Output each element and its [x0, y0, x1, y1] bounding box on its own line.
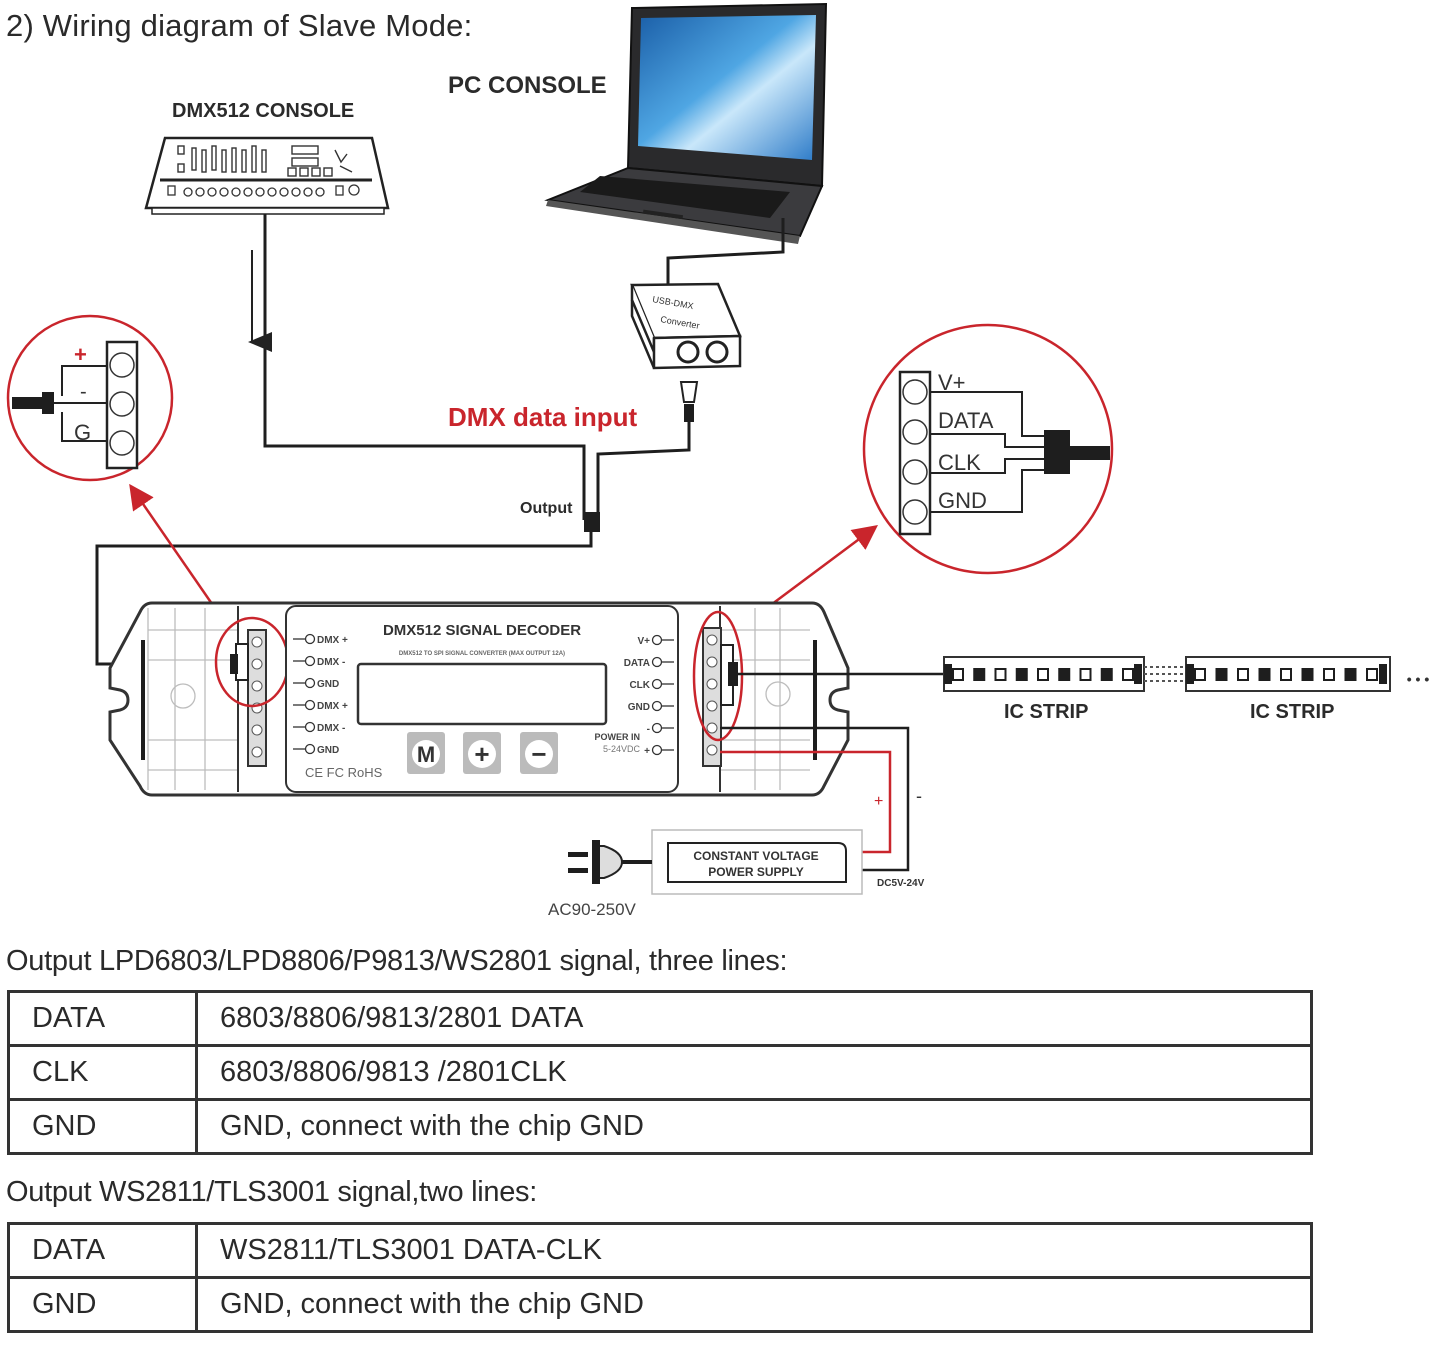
decoder-port-dmx-minus-2: DMX -: [317, 723, 345, 734]
decoder-power-in-label: POWER IN: [594, 732, 640, 742]
psu-plus-label: +: [874, 793, 883, 810]
output-label: Output: [520, 500, 573, 517]
terminal-clk-label: CLK: [938, 450, 981, 475]
table-1-caption: Output LPD6803/LPD8806/P9813/WS2801 sign…: [6, 945, 788, 977]
led-chip: [1301, 668, 1314, 681]
led-chip: [1194, 668, 1206, 681]
decoder-port-gnd-1: GND: [317, 679, 339, 690]
terminal-vplus-label: V+: [938, 370, 966, 395]
led-chip: [1258, 668, 1271, 681]
strip-connector: [1144, 666, 1186, 682]
decoder-power-voltage: 5-24VDC: [603, 744, 641, 754]
decoder-button-m[interactable]: M: [407, 732, 445, 774]
table-2-caption: Output WS2811/TLS3001 signal,two lines:: [6, 1176, 538, 1208]
led-chip: [1122, 668, 1134, 681]
led-chip: [1100, 668, 1113, 681]
table-cell-key: DATA: [7, 990, 198, 1047]
table-row: GND GND, connect with the chip GND: [7, 1276, 1313, 1333]
led-chip: [1037, 668, 1049, 681]
led-chip: [1079, 668, 1092, 681]
led-chip: [1237, 668, 1249, 681]
terminal-minus-label: -: [80, 381, 87, 403]
table-cell-key: GND: [7, 1276, 198, 1333]
decoder-title: DMX512 SIGNAL DECODER: [383, 622, 581, 639]
svg-text:+: +: [474, 739, 489, 769]
ic-strip-label-1: IC STRIP: [1004, 701, 1089, 723]
decoder-port-dmx-minus-1: DMX -: [317, 657, 345, 668]
decoder-port-power-minus: -: [647, 724, 650, 735]
psu-minus-label: -: [916, 786, 922, 806]
decoder-port-dmx-plus-1: DMX +: [317, 635, 348, 646]
decoder-port-data: DATA: [624, 658, 650, 669]
led-chip: [1280, 668, 1292, 681]
led-chip: [1015, 668, 1028, 681]
led-chip: [1366, 668, 1378, 681]
ac-plug-icon: [568, 840, 652, 884]
led-chip: [994, 668, 1007, 681]
table-cell-value: GND, connect with the chip GND: [195, 1098, 1313, 1155]
table-cell-value: 6803/8806/9813/2801 DATA: [195, 990, 1313, 1047]
decoder-certifications: CE FC RoHS: [305, 765, 383, 780]
usb-dmx-converter: USB-DMX Converter: [630, 282, 742, 422]
decoder-port-vplus: V+: [637, 636, 650, 647]
laptop-icon: [544, 2, 828, 244]
terminal-data-label: DATA: [938, 408, 994, 433]
svg-text:−: −: [531, 739, 546, 769]
dmx-console-device: [144, 136, 390, 215]
led-chip: [1344, 668, 1357, 681]
power-supply: CONSTANT VOLTAGE POWER SUPPLY: [651, 829, 863, 895]
dmx-data-input-label: DMX data input: [448, 402, 638, 432]
decoder-port-gnd-2: GND: [317, 745, 339, 756]
led-chip: [952, 668, 964, 681]
decoder-button-minus[interactable]: −: [520, 732, 558, 774]
output-terminal-detail: V+ DATA CLK GND: [862, 323, 1114, 575]
pc-console-label: PC CONSOLE: [448, 72, 607, 99]
led-chip: [1323, 668, 1335, 681]
table-row: DATA 6803/8806/9813/2801 DATA: [7, 990, 1313, 1047]
dmx-console-label: DMX512 CONSOLE: [172, 100, 355, 122]
decoder-subtitle: DMX512 TO SPI SIGNAL CONVERTER (MAX OUTP…: [399, 651, 565, 657]
table-row: GND GND, connect with the chip GND: [7, 1098, 1313, 1155]
terminal-ground-label: G: [74, 420, 91, 445]
ic-strip-label-2: IC STRIP: [1250, 701, 1335, 723]
ac-input-label: AC90-250V: [548, 900, 636, 919]
two-line-signal-table: DATA WS2811/TLS3001 DATA-CLK GND GND, co…: [7, 1222, 1313, 1333]
table-cell-value: GND, connect with the chip GND: [195, 1276, 1313, 1333]
decoder-port-clk: CLK: [629, 680, 650, 691]
decoder-button-plus[interactable]: +: [463, 732, 501, 774]
table-cell-value: WS2811/TLS3001 DATA-CLK: [195, 1222, 1313, 1279]
dc-output-label: DC5V-24V: [877, 878, 925, 889]
led-chips: [952, 668, 1378, 681]
led-chip: [1058, 668, 1071, 681]
decoder-port-gnd: GND: [628, 702, 650, 713]
table-cell-key: DATA: [7, 1222, 198, 1279]
svg-text:M: M: [417, 742, 435, 767]
three-line-signal-table: DATA 6803/8806/9813/2801 DATA CLK 6803/8…: [7, 990, 1313, 1155]
psu-label-2: POWER SUPPLY: [708, 865, 804, 879]
terminal-gnd-label: GND: [938, 488, 987, 513]
table-row: CLK 6803/8806/9813 /2801CLK: [7, 1044, 1313, 1101]
output-connector: [584, 512, 600, 532]
led-chip: [973, 668, 986, 681]
input-terminal-detail: + - G: [6, 314, 174, 482]
page-title: 2) Wiring diagram of Slave Mode:: [6, 8, 473, 43]
table-cell-value: 6803/8806/9813 /2801CLK: [195, 1044, 1313, 1101]
led-chip: [1215, 668, 1228, 681]
decoder-port-dmx-plus-2: DMX +: [317, 701, 348, 712]
table-cell-key: GND: [7, 1098, 198, 1155]
psu-label-1: CONSTANT VOLTAGE: [693, 849, 818, 863]
terminal-plus-label: +: [74, 342, 87, 367]
wiring-diagram: USB-DMX Converter + - G V+ DATA: [6, 2, 1430, 895]
dmx-signal-decoder: DMX512 SIGNAL DECODER DMX512 TO SPI SIGN…: [108, 601, 850, 797]
strip-continuation-dots: • • •: [1407, 671, 1430, 687]
table-cell-key: CLK: [7, 1044, 198, 1101]
table-row: DATA WS2811/TLS3001 DATA-CLK: [7, 1222, 1313, 1279]
decoder-port-power-plus: +: [644, 746, 650, 757]
